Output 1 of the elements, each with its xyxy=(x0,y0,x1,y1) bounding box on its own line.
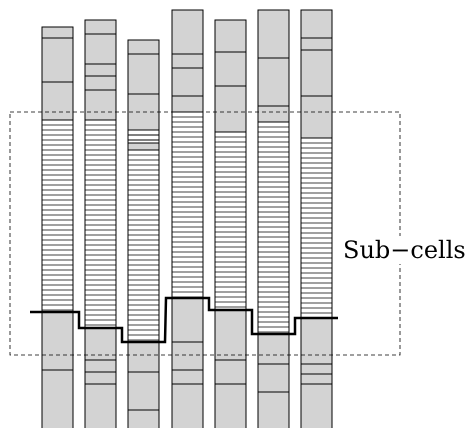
region-label: Sub−cells xyxy=(343,236,466,264)
